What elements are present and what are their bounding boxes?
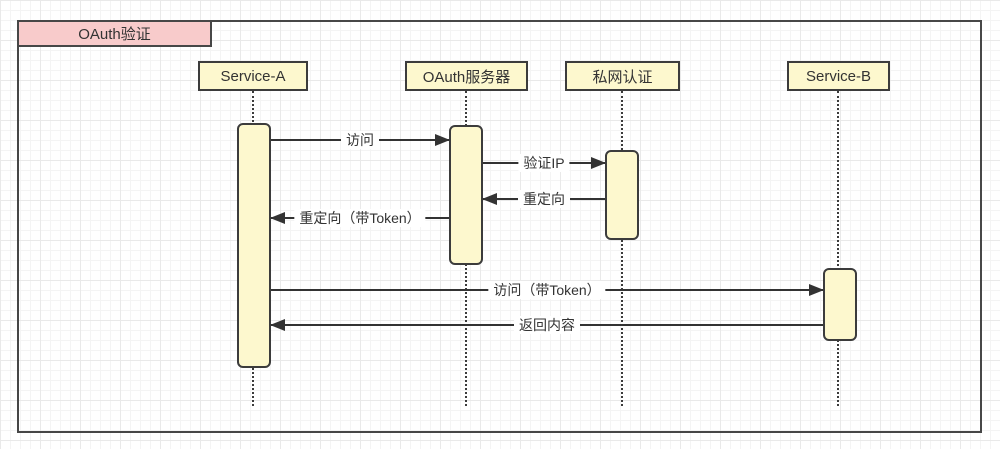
participant-label: Service-A [220, 67, 286, 85]
message-visit-with-token[interactable]: 访问（带Token） [271, 281, 824, 299]
message-return-content[interactable]: 返回内容 [270, 316, 823, 334]
lifeline-service-b[interactable] [837, 91, 839, 406]
diagram-title: OAuth验证 [78, 26, 151, 43]
lifeline-private-auth[interactable] [621, 91, 623, 406]
participant-label: 私网认证 [592, 68, 653, 86]
message-label: 访问（带Token） [488, 281, 606, 299]
arrowhead-left-icon [270, 319, 285, 331]
message-label: 验证IP [518, 154, 570, 172]
participant-label: Service-B [805, 67, 872, 85]
arrowhead-left-icon [270, 212, 285, 224]
participant-private-auth[interactable]: 私网认证 [565, 61, 680, 91]
message-verify-ip[interactable]: 验证IP [483, 154, 606, 172]
activation-private-auth[interactable] [605, 150, 639, 240]
participant-label: OAuth服务器 [422, 68, 511, 86]
message-label: 访问 [341, 131, 379, 149]
sequence-frame[interactable] [17, 20, 982, 433]
message-visit[interactable]: 访问 [271, 131, 450, 149]
activation-oauth-server[interactable] [449, 125, 483, 265]
participant-oauth-server[interactable]: OAuth服务器 [405, 61, 528, 91]
message-label: 重定向（带Token） [294, 209, 426, 227]
arrowhead-right-icon [435, 134, 450, 146]
activation-service-a[interactable] [237, 123, 271, 368]
message-redirect-with-token[interactable]: 重定向（带Token） [270, 209, 449, 227]
participant-service-a[interactable]: Service-A [198, 61, 308, 91]
arrowhead-right-icon [809, 284, 824, 296]
arrowhead-right-icon [591, 157, 606, 169]
participant-service-b[interactable]: Service-B [787, 61, 890, 91]
message-label: 重定向 [518, 190, 570, 208]
message-label: 返回内容 [514, 316, 580, 334]
activation-service-b[interactable] [823, 268, 857, 341]
message-redirect[interactable]: 重定向 [482, 190, 605, 208]
arrowhead-left-icon [482, 193, 497, 205]
diagram-title-box[interactable]: OAuth验证 [17, 20, 212, 47]
